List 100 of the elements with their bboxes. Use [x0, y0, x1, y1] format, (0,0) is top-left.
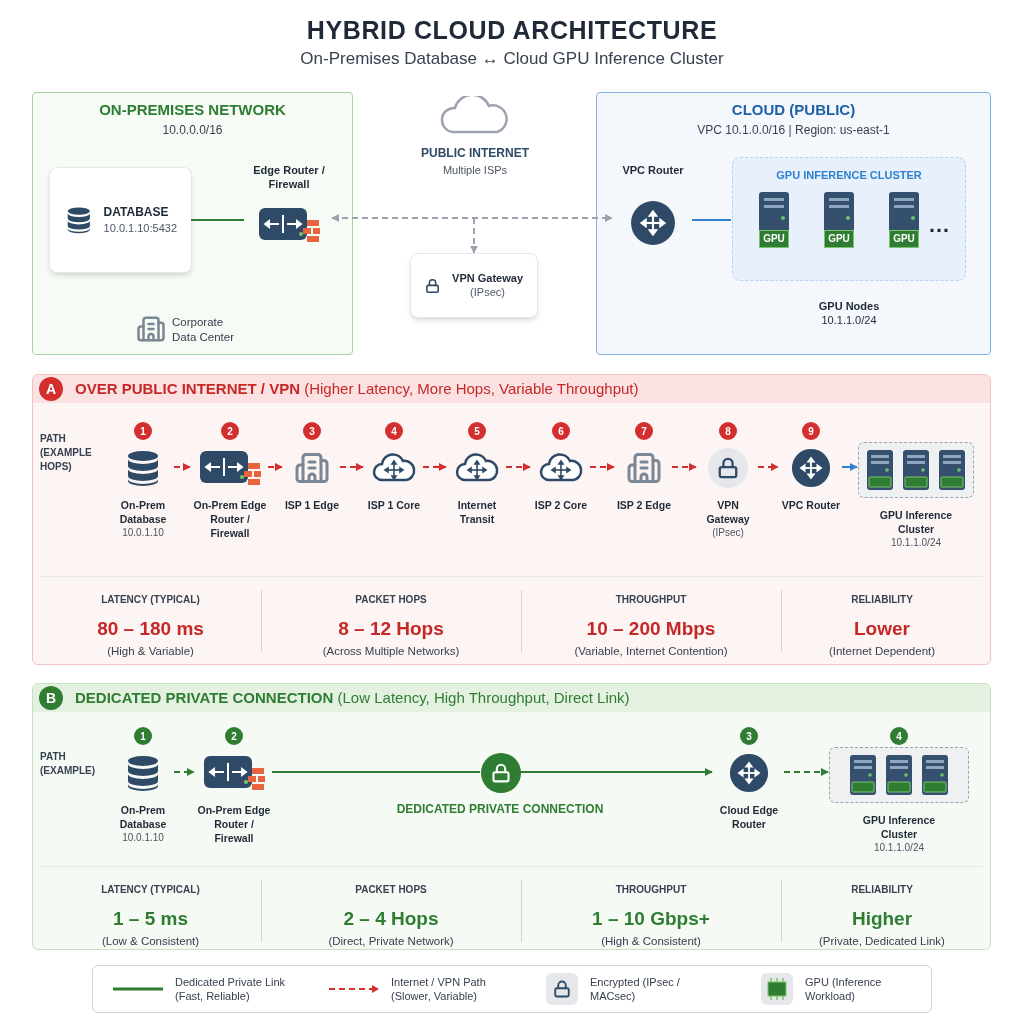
metric-value: 80 – 180 ms [97, 617, 204, 641]
metric-value: 2 – 4 Hops [343, 907, 439, 931]
location-label: Corporate Data Center [172, 315, 235, 345]
network-address: VPC 10.1.0.0/16 | Region: us-east-1 [697, 122, 890, 138]
section-title: DEDICATED PRIVATE CONNECTION (Low Latency, High Throughput, Direct Link) [75, 687, 630, 708]
section-panel [32, 374, 991, 665]
link-line [271, 771, 481, 773]
connection-label: DEDICATED PRIVATE CONNECTION [396, 801, 604, 818]
ip-address: 10.0.1.10:5432 [103, 221, 177, 236]
legend-label: GPU (Inference Workload) [805, 975, 883, 1003]
metric-value: 10 – 200 Mbps [586, 617, 716, 641]
hop-label: VPC Router [781, 498, 841, 512]
hop-number: 4 [385, 422, 403, 440]
arrow [470, 217, 478, 254]
metric-note: (Private, Dedicated Link) [819, 933, 945, 949]
metric-value: 8 – 12 Hops [338, 617, 444, 641]
hop-detail: 10.1.1.0/24 [890, 536, 941, 549]
hop-detail: 10.0.1.10 [122, 831, 164, 844]
metric-heading: LATENCY (TYPICAL) [101, 593, 200, 607]
hop-number: 2 [225, 727, 243, 745]
database-card [49, 167, 192, 273]
hop-label: ISP 1 Edge [284, 498, 340, 512]
hop-number: 8 [719, 422, 737, 440]
cluster-title: GPU INFERENCE CLUSTER [776, 168, 922, 183]
metric-heading: THROUGHPUT [615, 883, 687, 897]
hop-number: 5 [468, 422, 486, 440]
hop-number: 3 [303, 422, 321, 440]
more-indicator: … [928, 211, 950, 239]
arrow [173, 463, 191, 471]
section-title: OVER PUBLIC INTERNET / VPN (Higher Latency, More Hops, Variable Throughput) [75, 378, 639, 399]
legend-label: Dedicated Private Link (Fast, Reliable) [175, 975, 287, 1003]
metric-value: Lower [854, 617, 910, 641]
gateway-card [410, 253, 538, 318]
metric-heading: PACKET HOPS [355, 593, 427, 607]
metric-note: (High & Variable) [107, 643, 194, 659]
metric-value: 1 – 10 Gbps+ [592, 907, 710, 931]
arrow [671, 463, 697, 471]
network-address: 10.0.0.0/16 [162, 122, 223, 138]
hop-number: 9 [802, 422, 820, 440]
panel-title: ON-PREMISES NETWORK [99, 101, 286, 120]
hop-detail: (IPsec) [712, 526, 744, 539]
metric-heading: RELIABILITY [851, 883, 913, 897]
metric-heading: LATENCY (TYPICAL) [101, 883, 200, 897]
hop-number: 6 [552, 422, 570, 440]
metric-value: Higher [851, 907, 913, 931]
panel-title: CLOUD (PUBLIC) [731, 101, 856, 120]
hop-label: VPN Gateway [705, 498, 751, 526]
arrow [422, 463, 447, 471]
node-label: VPC Router [622, 164, 684, 178]
metric-note: (Internet Dependent) [828, 643, 936, 659]
diagram-subtitle: On-Premises Database ↔ Cloud GPU Inference Cluster [300, 48, 724, 70]
metric-heading: PACKET HOPS [355, 883, 427, 897]
arrow [267, 463, 283, 471]
legend-label: Encrypted (IPsec / MACsec) [590, 975, 681, 1003]
hop-number: 2 [221, 422, 239, 440]
hop-label: Internet Transit [456, 498, 498, 526]
arrow [331, 214, 613, 222]
section-panel [32, 683, 991, 950]
node-subtitle: (IPsec) [470, 285, 505, 300]
arrow [505, 463, 531, 471]
hop-label: On-Prem Database [118, 498, 168, 526]
gpu-chip: GPU [759, 230, 789, 248]
hop-label: On-Prem Edge Router / Firewall [192, 498, 268, 540]
hop-label: On-Prem Database [118, 803, 168, 831]
section-badge: B [39, 686, 63, 710]
gpu-chip: GPU [889, 230, 919, 248]
metric-note: (Low & Consistent) [101, 933, 200, 949]
gpu-chip: GPU [824, 230, 854, 248]
node-subtitle: Multiple ISPs [442, 163, 508, 178]
metric-heading: THROUGHPUT [615, 593, 687, 607]
node-label: Edge Router / Firewall [252, 164, 326, 192]
network-panel [596, 92, 991, 355]
metric-note: (High & Consistent) [601, 933, 701, 949]
hop-number: 7 [635, 422, 653, 440]
hop-label: GPU Inference Cluster [861, 813, 937, 841]
hop-label: ISP 2 Edge [616, 498, 672, 512]
hop-label: ISP 2 Core [534, 498, 588, 512]
hop-label: GPU Inference Cluster [878, 508, 954, 536]
node-title: PUBLIC INTERNET [421, 145, 529, 162]
path-label: PATH (EXAMPLE HOPS) [40, 432, 93, 474]
network-panel [32, 92, 353, 355]
arrow [339, 463, 364, 471]
metric-note: (Direct, Private Network) [328, 933, 454, 949]
link-line [691, 219, 732, 221]
arrow [757, 463, 779, 471]
legend-label: Internet / VPN Path (Slower, Variable) [391, 975, 487, 1003]
hop-number: 3 [740, 727, 758, 745]
arrow [589, 463, 615, 471]
metric-note: (Variable, Internet Contention) [574, 643, 728, 659]
metric-note: (Across Multiple Networks) [322, 643, 460, 659]
hop-detail: 10.0.1.10 [122, 526, 164, 539]
path-label: PATH (EXAMPLE) [40, 750, 96, 778]
hop-number: 4 [890, 727, 908, 745]
diagram-title: HYBRID CLOUD ARCHITECTURE [306, 15, 718, 46]
network-address: 10.1.1.0/24 [821, 313, 877, 328]
cluster-caption: GPU Nodes [818, 300, 880, 314]
node-title: VPN Gateway [452, 271, 523, 286]
hop-label: Cloud Edge Router [718, 803, 780, 831]
hop-label: ISP 1 Core [367, 498, 421, 512]
metric-heading: RELIABILITY [851, 593, 913, 607]
